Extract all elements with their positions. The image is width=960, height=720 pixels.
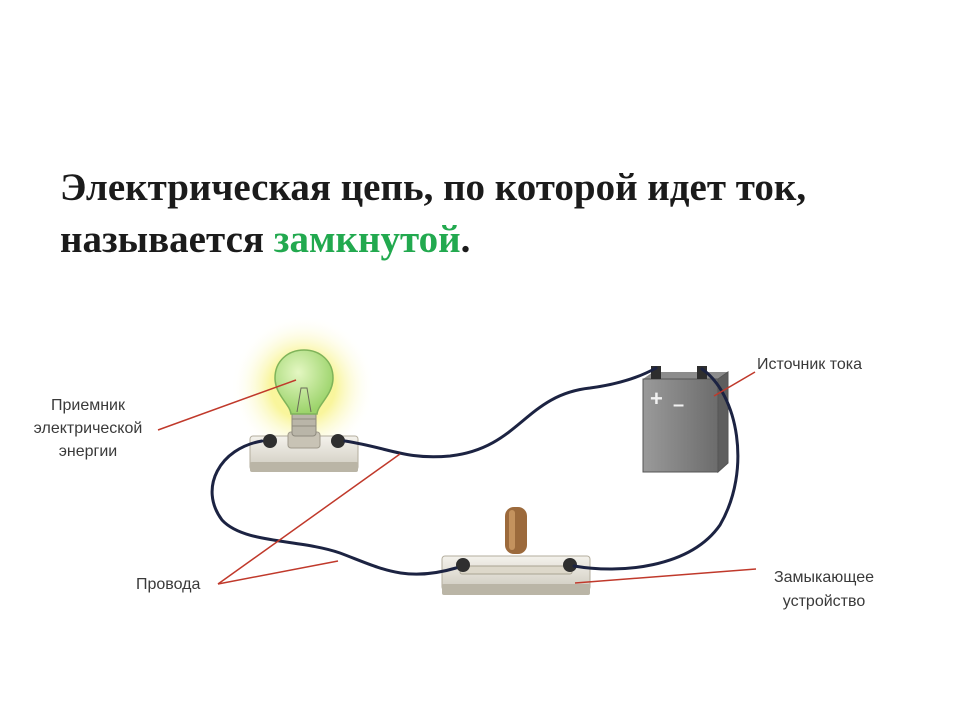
receiver-label-line-1: Приемник: [51, 397, 126, 414]
headline-line-1: Электрическая цепь, по которой идет ток,: [60, 166, 807, 209]
wire-lamp-to-switch: [210, 439, 458, 576]
leader-lines: [157, 371, 757, 585]
leader-source: [713, 371, 756, 397]
headline: Электрическая цепь, по которой идет ток,…: [60, 162, 920, 266]
leader-receiver: [157, 379, 297, 431]
leader-wires-upper: [217, 453, 401, 585]
headline-line-2: называется замкнутой.: [60, 214, 920, 266]
source-label: Источник тока: [757, 356, 862, 373]
battery-plus-sign: +: [650, 386, 663, 411]
switch-handle-icon: [505, 507, 527, 554]
wire-lamp-to-battery: [343, 366, 658, 459]
lamp-base: [249, 431, 359, 472]
receiver-label-line-2: электрической: [34, 420, 143, 437]
wires-label: Провода: [136, 576, 201, 593]
headline-accent-word: замкнутой: [273, 218, 461, 261]
wires: [210, 366, 740, 576]
battery: + –: [642, 366, 729, 474]
receiver-label-line-3: энергии: [59, 443, 118, 460]
switch-label-line-2: устройство: [783, 593, 866, 610]
headline-line-2-end: .: [460, 218, 471, 261]
battery-minus-sign: –: [673, 394, 684, 416]
wire-battery-to-switch: [572, 367, 740, 571]
switch: [441, 507, 591, 595]
leader-wires-lower: [217, 560, 339, 585]
switch-label-line-1: Замыкающее: [774, 569, 874, 586]
headline-line-2-start: называется: [60, 218, 274, 261]
light-bulb-icon: [274, 349, 334, 437]
leader-switch: [574, 568, 757, 584]
lamp: [231, 315, 375, 472]
